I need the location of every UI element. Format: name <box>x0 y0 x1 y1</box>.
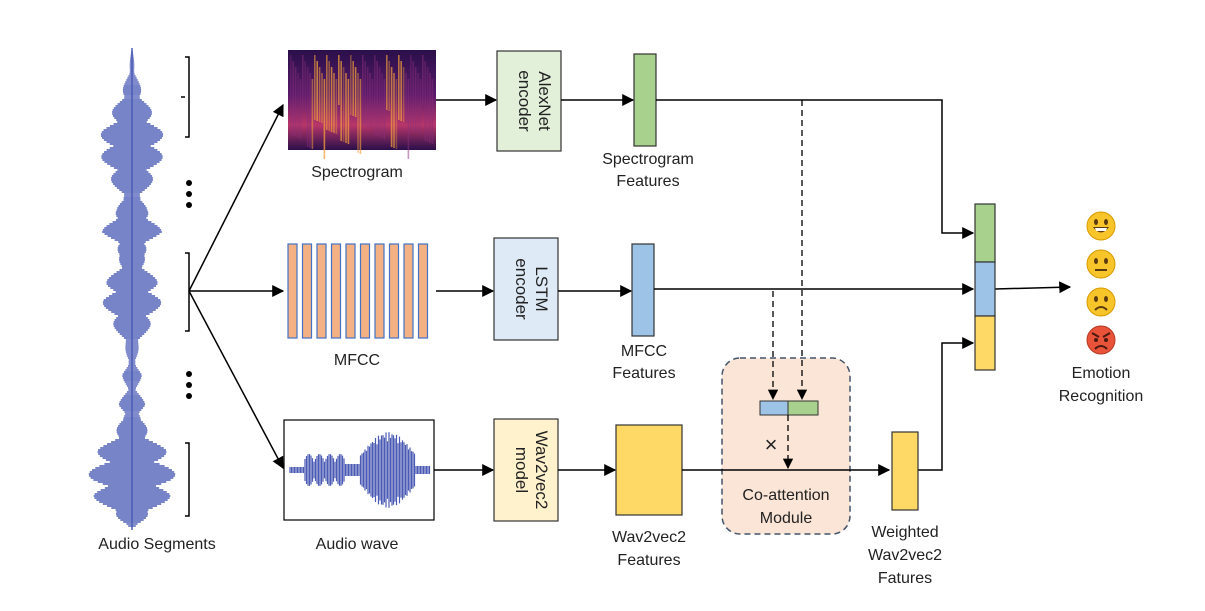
mfcc-bar <box>345 243 356 339</box>
segment-bracket-bottom <box>185 442 190 517</box>
mfcc-bar <box>359 243 371 339</box>
fused-feature-vector <box>974 203 996 371</box>
mfcc-feat-label-line1: MFCC <box>621 343 667 360</box>
audio-wave-label: Audio wave <box>316 536 399 553</box>
wav2vec-label-line1: Wav2vec2 <box>532 431 551 510</box>
lstm-label-line1: LSTM <box>532 266 551 311</box>
emotion-label-line1: Emotion <box>1072 365 1131 382</box>
weighted-label-line3: Fatures <box>878 570 932 587</box>
angry-face-icon <box>1086 325 1116 355</box>
weighted-to-fusion <box>918 337 975 471</box>
lstm-label-line2: encoder <box>512 258 531 320</box>
alexnet-label-line2: encoder <box>515 70 534 132</box>
spec-feat-label-line2: Features <box>616 173 679 190</box>
input-to-encoder-arrows <box>434 94 498 476</box>
wav2vec2-features-block <box>615 424 683 516</box>
weighted-wav2vec2-block <box>891 431 919 511</box>
sad-face-icon <box>1086 287 1116 317</box>
fanout-arrows <box>188 103 285 470</box>
spec-feat-label-line1: Spectrogram <box>602 151 694 168</box>
encoder-to-feature-arrows <box>558 94 635 476</box>
fusion-to-emotion <box>994 281 1072 294</box>
weighted-label-line1: Weighted <box>871 524 938 541</box>
mfcc-bar <box>330 243 342 339</box>
coattn-spectrogram-vector <box>787 400 819 416</box>
wav2vec-label-line2: model <box>512 447 531 493</box>
spectrogram-features-block <box>633 53 657 147</box>
spectrogram-image <box>288 50 436 159</box>
mfcc-bars <box>287 243 429 339</box>
mfcc-bar <box>388 243 400 339</box>
mfcc-bar <box>301 243 313 339</box>
coattn-label-line2: Module <box>760 510 813 527</box>
audio-segments-label: Audio Segments <box>98 536 215 553</box>
mfcc-bar <box>403 243 414 339</box>
lstm-encoder-box: LSTM encoder <box>493 237 559 341</box>
alexnet-label-line1: AlexNet <box>535 71 554 131</box>
arrow-to-audio-wave <box>188 290 284 470</box>
w2v-feat-label-line2: Features <box>617 552 680 569</box>
mfcc-feat-label-line2: Features <box>612 365 675 382</box>
mfcc-bar <box>316 243 327 339</box>
vertical-ellipsis-bottom <box>186 371 192 399</box>
coattn-dashed-arrows <box>767 100 808 470</box>
wav2vec2-model-box: Wav2vec2 model <box>493 418 559 522</box>
weighted-label-line2: Wav2vec2 <box>868 547 942 564</box>
spectrogram-to-fusion <box>656 99 975 239</box>
mfcc-bar <box>374 243 385 339</box>
vertical-ellipsis-top <box>186 180 192 208</box>
w2v-feat-label-line1: Wav2vec2 <box>612 529 686 546</box>
co-attention-module-box <box>721 357 851 535</box>
coattn-label-line1: Co-attention <box>742 487 829 504</box>
grinning-face-icon <box>1086 211 1116 241</box>
segment-bracket-top <box>181 56 190 138</box>
audio-segments-waveform <box>88 48 176 530</box>
audio-wave-image <box>283 419 435 521</box>
mfcc-bar <box>417 243 429 339</box>
multiply-symbol: × <box>765 432 778 457</box>
spectrogram-label: Spectrogram <box>311 164 403 181</box>
neutral-face-icon <box>1086 249 1116 279</box>
mfcc-label: MFCC <box>334 352 380 369</box>
emotion-label-line2: Recognition <box>1059 388 1144 405</box>
fusion-arrows <box>654 99 1072 476</box>
arrow-to-spectrogram <box>188 103 284 292</box>
coattn-mfcc-vector <box>759 400 789 416</box>
alexnet-encoder-box: AlexNet encoder <box>496 50 562 152</box>
segment-bracket-middle <box>185 252 190 332</box>
mfcc-features-block <box>631 243 655 337</box>
mfcc-bar <box>287 243 298 339</box>
